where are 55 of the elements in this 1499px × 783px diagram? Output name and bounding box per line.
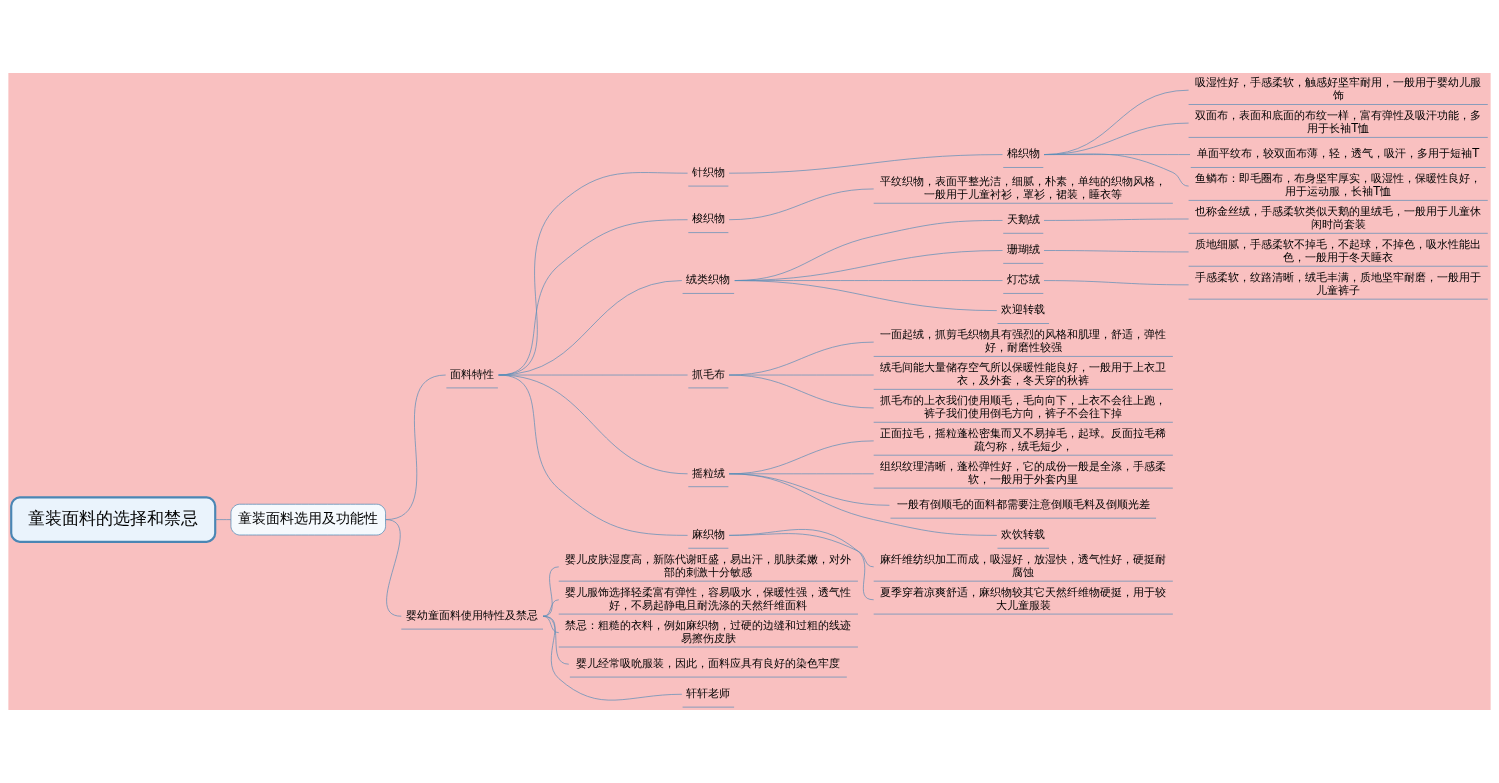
node-text: 婴儿服饰选择轻柔富有弹性，容易吸水，保暖性强，透气性好，不易起静电且耐洗涤的天然纤维面料 <box>565 585 852 612</box>
node-text: 摇粒绒 <box>691 465 725 480</box>
node-text: 婴儿皮肤湿度高，新陈代谢旺盛，易出汗，肌肤柔嫩，对外部的刺激十分敏感 <box>565 552 852 580</box>
connector <box>498 374 688 475</box>
node-text: 夏季穿着凉爽舒适，麻织物较其它天然纤维物硬挺，用于较大儿童服装 <box>880 585 1167 612</box>
node-text: 吸湿性好，手感柔软，触感好坚牢耐用，一般用于婴幼儿服饰 <box>1195 75 1482 103</box>
connector <box>728 473 998 536</box>
node-text: 平纹织物，表面平整光洁，细腻，朴素，单纯的织物风格，一般用于儿童衬衫，罩衫，裙装，睡衣等 <box>880 174 1167 202</box>
connector <box>728 188 875 221</box>
node-text: 抓毛布的上衣我们使用顺毛，毛向向下，上衣不会往上跑，裤子我们使用倒毛方向，裤子不会往下掉 <box>880 393 1167 421</box>
node-text: 单面平纹布，较双面布薄，轻，透气，吸汗，多用于短袖T <box>1197 146 1480 161</box>
connector <box>728 154 1003 174</box>
node-text: 也称金丝绒，手感柔软类似天鹅的里绒毛，一般用于儿童休闲时尚套装 <box>1195 204 1482 232</box>
node-text: 麻纤维纺织加工而成，吸湿好，放湿快，透气性好，硬挺耐腐蚀 <box>880 552 1167 580</box>
node-text: 双面布，表面和底面的布纹一样，富有弹性及吸汗功能，多用于长袖T恤 <box>1195 108 1482 136</box>
connector <box>542 599 560 617</box>
node-text: 灯芯绒 <box>1006 272 1040 287</box>
node-text: 梭织物 <box>691 211 725 226</box>
connector <box>728 374 875 409</box>
node-text: 欢饮转载 <box>1001 527 1046 542</box>
node-box: 童装面料选用及功能性 <box>230 503 386 536</box>
node-text: 针织物 <box>691 164 725 179</box>
node-text: 绒毛间能大量储存空气所以保暖性能良好，一般用于上衣卫衣，及外套，冬天穿的秋裤 <box>880 360 1167 388</box>
node-text: 欢迎转载 <box>1001 302 1046 317</box>
connector <box>214 519 232 520</box>
node-text: 绒类织物 <box>686 272 731 287</box>
node-text: 组织纹理清晰，蓬松弹性好，它的成份一般是全涤，手感柔软，一般用于外套内里 <box>880 459 1167 486</box>
node-text: 正面拉毛，摇粒蓬松密集而又不易掉毛，起球。反面拉毛稀疏匀称，绒毛短少， <box>880 426 1167 454</box>
connector <box>728 473 890 506</box>
connector <box>1043 250 1189 253</box>
node-text: 面料特性 <box>450 366 495 381</box>
connector <box>1043 218 1189 221</box>
node-text: 质地细腻，手感柔软不掉毛，不起球，不掉色，吸水性能出色，一般用于冬天睡衣 <box>1195 237 1482 265</box>
connector <box>1043 280 1189 286</box>
node-text: 麻织物 <box>691 527 725 542</box>
node-box: 童装面料的选择和禁忌 <box>10 496 217 543</box>
node-text: 珊瑚绒 <box>1006 242 1040 257</box>
node-text: 一般有倒顺毛的面料都需要注意倒顺毛料及倒顺光差 <box>896 497 1150 512</box>
node-text: 一面起绒，抓剪毛织物具有强烈的风格和肌理，舒适，弹性好，耐磨性较强 <box>880 327 1167 355</box>
node-text: 鱼鳞布：即毛圈布，布身坚牢厚实，吸湿性，保暖性良好，用于运动服，长袖T恤 <box>1195 171 1482 199</box>
connector <box>734 280 998 311</box>
node-text: 禁忌：粗糙的衣料，例如麻织物，过硬的边缝和过粗的线迹易擦伤皮肤 <box>565 617 852 645</box>
connector <box>728 529 875 601</box>
connector <box>542 566 560 617</box>
node-text: 抓毛布 <box>691 366 725 381</box>
connector <box>542 615 683 701</box>
connector <box>385 519 402 617</box>
node-text: 天鹅绒 <box>1006 212 1040 227</box>
connector <box>498 374 688 536</box>
node-text: 手感柔软，纹路清晰，绒毛丰满，质地坚牢耐磨，一般用于儿童裤子 <box>1195 270 1482 298</box>
node-text: 棉织物 <box>1006 146 1040 161</box>
node-text: 婴幼童面料使用特性及禁忌 <box>406 607 539 622</box>
node-text: 轩轩老师 <box>686 685 731 700</box>
connector <box>1043 153 1189 187</box>
node-text: 婴儿经常吸吮服装，因此，面料应具有良好的染色牢度 <box>576 655 841 670</box>
